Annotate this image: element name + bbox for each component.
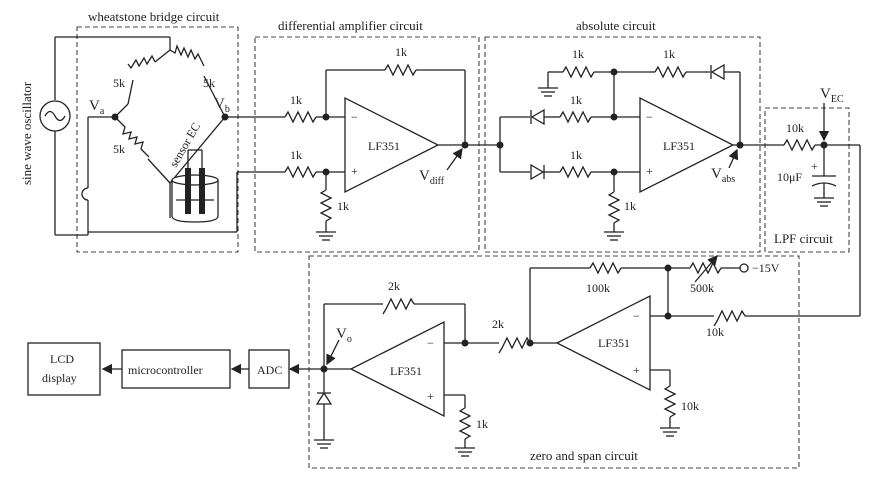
sensor-ec-cell — [171, 174, 219, 186]
zero-ground-resistor-value: 1k — [476, 417, 488, 431]
lpf-circuit-label: LPF circuit — [774, 231, 833, 246]
adc-label: ADC — [257, 363, 282, 377]
abs-opamp-label: LF351 — [663, 139, 695, 153]
zero-input-resistor-value: 2k — [492, 317, 504, 331]
node-vabs-label: Vabs — [711, 166, 735, 185]
abs-opamp-plus: + — [646, 164, 653, 178]
abs-plus-ground-resistor-value: 1k — [624, 199, 636, 213]
abs-feedback-diode — [710, 63, 725, 81]
node-vb-label: Vb — [214, 96, 230, 115]
abs-feedback-resistor-value: 1k — [663, 47, 675, 61]
sensor-electrode-left — [185, 168, 191, 214]
diff-opamp-plus: + — [351, 164, 358, 178]
span-pot-value: 500k — [690, 281, 714, 295]
adc-block — [248, 349, 290, 389]
sensor-ec-label: sensor EC — [166, 120, 203, 169]
abs-diode-bottom — [530, 163, 545, 181]
zero-opamp — [349, 320, 445, 418]
diff-input-resistor-2-value: 1k — [290, 148, 302, 162]
diff-opamp-minus: − — [351, 110, 358, 124]
microcontroller-block — [121, 349, 231, 389]
absolute-circuit-label: absolute circuit — [576, 18, 656, 33]
diff-opamp — [344, 96, 440, 194]
abs-opamp-minus: − — [646, 110, 653, 124]
zero-opamp-minus: − — [427, 336, 434, 350]
span-opamp — [555, 294, 651, 392]
zero-span-circuit-box — [308, 255, 800, 469]
node-vec-label: VEC — [820, 86, 844, 105]
lpf-resistor-value: 10k — [786, 121, 804, 135]
span-input-resistor-value: 10k — [706, 325, 724, 339]
wheatstone-bridge-label: wheatstone bridge circuit — [88, 9, 220, 24]
lpf-cap-plus: + — [811, 159, 818, 173]
span-ground-resistor-value: 10k — [681, 399, 699, 413]
diff-opamp-label: LF351 — [368, 139, 400, 153]
abs-diode-top — [530, 108, 545, 126]
diff-ground-resistor-value: 1k — [337, 199, 349, 213]
diff-input-resistor-1-value: 1k — [290, 93, 302, 107]
span-feedback-resistor-value: 100k — [586, 281, 610, 295]
bridge-resistor-top-left-value: 5k — [113, 76, 125, 90]
sine-oscillator-label: sine wave oscillator — [19, 81, 34, 185]
abs-resistor-upper-value: 1k — [570, 93, 582, 107]
span-opamp-plus: + — [633, 363, 640, 377]
zero-span-circuit-label: zero and span circuit — [530, 448, 638, 463]
wheatstone-bridge-box — [76, 26, 239, 253]
sensor-electrode-right — [199, 168, 205, 214]
node-va-label: Va — [89, 98, 105, 117]
supply-voltage-label: −15V — [752, 261, 780, 275]
diff-feedback-resistor-value: 1k — [395, 45, 407, 59]
lcd-label-line1: LCD — [50, 352, 74, 366]
microcontroller-label: microcontroller — [128, 363, 203, 377]
zero-opamp-label: LF351 — [390, 364, 422, 378]
output-clamp-diode — [315, 391, 333, 405]
abs-ground-resistor-value: 1k — [572, 47, 584, 61]
abs-resistor-lower-value: 1k — [570, 148, 582, 162]
node-vdiff-label: Vdiff — [419, 168, 445, 187]
span-opamp-label: LF351 — [598, 336, 630, 350]
zero-feedback-resistor-value: 2k — [388, 279, 400, 293]
zero-opamp-plus: + — [427, 389, 434, 403]
lcd-display-block — [27, 342, 101, 396]
lpf-circuit-box — [764, 107, 850, 253]
bridge-resistor-top-right-value: 5k — [203, 76, 215, 90]
span-opamp-minus: − — [633, 309, 640, 323]
differential-amplifier-label: differential amplifier circuit — [278, 18, 423, 33]
lcd-label-line2: display — [42, 371, 77, 385]
abs-opamp — [639, 96, 735, 194]
bridge-resistor-bottom-left-value: 5k — [113, 142, 125, 156]
lpf-capacitor-value: 10μF — [777, 170, 802, 184]
node-vo-label: Vo — [336, 326, 352, 345]
